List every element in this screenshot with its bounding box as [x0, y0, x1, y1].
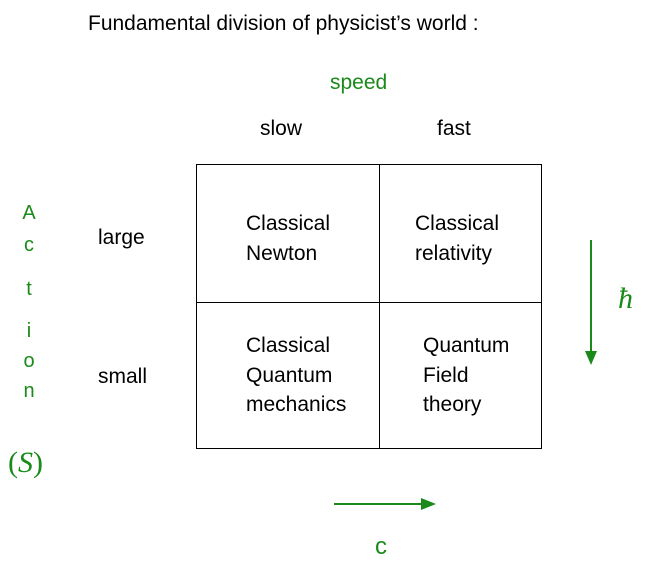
- c-right-arrow-icon: [334, 498, 436, 510]
- column-header-slow: slow: [260, 117, 303, 140]
- grid-horizontal-divider: [197, 302, 541, 303]
- row-header-small: small: [98, 365, 148, 388]
- speed-of-light-label: c: [375, 533, 387, 560]
- action-letter-i: i: [26, 320, 32, 342]
- cell-line: relativity: [415, 241, 493, 265]
- column-header-fast: fast: [437, 117, 471, 140]
- quadrant-grid: Classical Newton Classical relativity Cl…: [196, 164, 542, 449]
- cell-line: Quantum: [246, 363, 333, 387]
- action-letter-a: A: [22, 202, 36, 224]
- diagram-title: Fundamental division of physicist’s worl…: [88, 12, 479, 35]
- action-symbol-letter: S: [18, 446, 33, 479]
- cell-line: Classical: [246, 212, 331, 235]
- action-letter-c: c: [24, 234, 34, 256]
- cell-line: Classical: [415, 212, 500, 235]
- action-symbol: (S): [8, 446, 43, 479]
- cell-line: Classical: [246, 334, 331, 357]
- hbar-symbol: ħ: [618, 282, 633, 315]
- action-letter-n: n: [23, 380, 35, 402]
- cell-line: Newton: [246, 241, 318, 265]
- cell-line: Quantum: [423, 334, 510, 357]
- hbar-down-arrow-icon: [585, 240, 597, 365]
- cell-classical-newton: Classical Newton: [246, 209, 330, 268]
- action-letter-o: o: [23, 350, 35, 372]
- cell-line: theory: [423, 393, 482, 416]
- cell-classical-relativity: Classical relativity: [415, 209, 499, 268]
- row-header-large: large: [98, 226, 145, 249]
- cell-line: Field: [423, 363, 469, 387]
- action-letter-t: t: [26, 278, 32, 300]
- speed-axis-label: speed: [330, 71, 388, 94]
- cell-line: mechanics: [246, 393, 347, 416]
- grid-vertical-divider: [379, 165, 380, 448]
- cell-quantum-field-theory: Quantum Field theory: [423, 331, 509, 420]
- cell-quantum-mechanics: Classical Quantum mechanics: [246, 331, 346, 420]
